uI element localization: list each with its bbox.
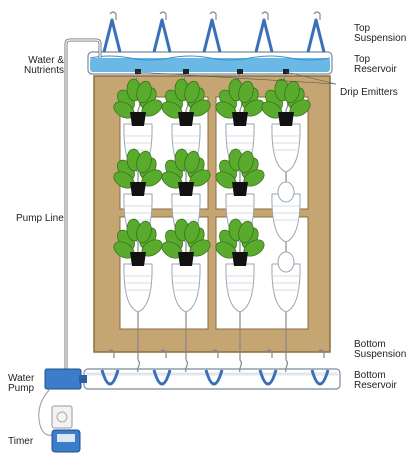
bottom-hook-0 bbox=[100, 349, 120, 386]
drip-emitter-1 bbox=[183, 69, 189, 74]
plant-1-1 bbox=[161, 148, 211, 196]
plant-2-2 bbox=[215, 218, 265, 266]
top-hook-4 bbox=[306, 11, 326, 53]
bottle-3-2 bbox=[271, 251, 301, 313]
pump-line bbox=[64, 38, 102, 370]
bottom-hook-4 bbox=[310, 349, 330, 386]
pot-2-2 bbox=[232, 252, 248, 266]
bottom-reservoir bbox=[83, 368, 341, 390]
drip-emitters-leader bbox=[135, 71, 337, 85]
top-hook-0 bbox=[102, 11, 122, 53]
bottom-suspension-hooks bbox=[100, 349, 330, 386]
bottle-1-2 bbox=[161, 218, 211, 313]
pot-1-2 bbox=[178, 252, 194, 266]
plant-0-2 bbox=[113, 218, 163, 266]
power-cord bbox=[38, 388, 59, 436]
pot-2-1 bbox=[232, 182, 248, 196]
label-top-reservoir: Top Reservoir bbox=[354, 54, 397, 75]
top-hook-1 bbox=[152, 11, 172, 53]
top-reservoir bbox=[87, 51, 333, 75]
top-hook-3 bbox=[254, 11, 274, 53]
drip-emitter-3 bbox=[283, 69, 289, 74]
pot-1-1 bbox=[178, 182, 194, 196]
pot-1-0 bbox=[178, 112, 194, 126]
drip-emitter-2 bbox=[237, 69, 243, 74]
plant-1-2 bbox=[161, 218, 211, 266]
drip-emitter-0 bbox=[135, 69, 141, 74]
label-bottom-reservoir: Bottom Reservoir bbox=[354, 370, 397, 391]
bottom-hook-3 bbox=[258, 349, 278, 386]
plant-3-0 bbox=[261, 78, 311, 126]
bottle-0-2 bbox=[113, 218, 163, 313]
timer-device bbox=[51, 429, 81, 453]
label-drip-emitters: Drip Emitters bbox=[340, 87, 398, 98]
bottle-2-0 bbox=[215, 78, 265, 173]
bottle-column-3 bbox=[261, 69, 311, 373]
pot-0-0 bbox=[130, 112, 146, 126]
label-water-nutrients: Water & Nutrients bbox=[23, 55, 64, 76]
bottle-column-0 bbox=[113, 69, 163, 373]
label-top-suspension: Top Suspension bbox=[354, 23, 407, 44]
label-water-pump: Water Pump bbox=[8, 373, 35, 394]
bottom-hook-1 bbox=[152, 349, 172, 386]
plant-1-0 bbox=[161, 78, 211, 126]
bottle-3-1 bbox=[271, 181, 301, 243]
bottle-2-2 bbox=[215, 218, 265, 313]
top-suspension-hooks bbox=[102, 11, 326, 53]
plant-0-1 bbox=[113, 148, 163, 196]
label-timer: Timer bbox=[8, 436, 34, 447]
drip-emitters-leader-2 bbox=[285, 71, 337, 85]
pot-3-0 bbox=[278, 112, 294, 126]
pot-0-2 bbox=[130, 252, 146, 266]
bottom-hook-2 bbox=[204, 349, 224, 386]
label-pump-line: Pump Line bbox=[16, 213, 64, 224]
label-bottom-suspension: Bottom Suspension bbox=[354, 339, 407, 360]
plant-2-1 bbox=[215, 148, 265, 196]
bottle-columns bbox=[113, 69, 311, 373]
bottle-column-2 bbox=[215, 69, 265, 373]
bottle-column-1 bbox=[161, 69, 211, 373]
plant-0-0 bbox=[113, 78, 163, 126]
wall-outlet bbox=[51, 405, 73, 429]
top-hook-2 bbox=[202, 11, 222, 53]
plant-2-0 bbox=[215, 78, 265, 126]
bottle-3-0 bbox=[261, 78, 311, 173]
pot-2-0 bbox=[232, 112, 248, 126]
pot-0-1 bbox=[130, 182, 146, 196]
water-pump bbox=[44, 368, 87, 390]
